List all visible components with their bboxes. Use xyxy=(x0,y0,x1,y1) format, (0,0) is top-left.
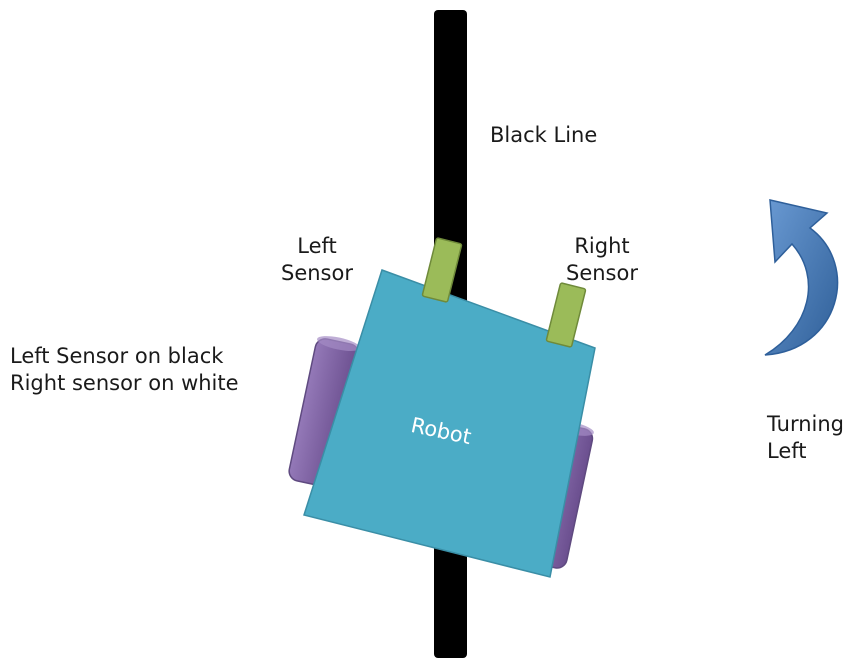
right-sensor-label-line1: Right xyxy=(574,234,630,258)
turning-left-line1: Turning xyxy=(767,412,844,436)
robot-body xyxy=(303,269,596,578)
right-sensor-label: Right Sensor xyxy=(556,233,648,287)
left-sensor-label-line2: Sensor xyxy=(281,261,353,285)
curved-arrow-icon xyxy=(764,199,839,356)
sensor-status-line1: Left Sensor on black xyxy=(10,344,224,368)
right-sensor-label-line2: Sensor xyxy=(566,261,638,285)
left-sensor xyxy=(421,237,463,303)
black-line-label: Black Line xyxy=(490,123,598,147)
left-sensor-label: Left Sensor xyxy=(272,233,362,287)
left-sensor-label-line1: Left xyxy=(297,234,337,258)
sensor-status-line2: Right sensor on white xyxy=(10,371,239,395)
sensor-status-label: Left Sensor on black Right sensor on whi… xyxy=(10,343,239,397)
right-sensor xyxy=(545,282,587,348)
turning-left-label: Turning Left xyxy=(767,411,844,465)
turning-left-line2: Left xyxy=(767,439,807,463)
